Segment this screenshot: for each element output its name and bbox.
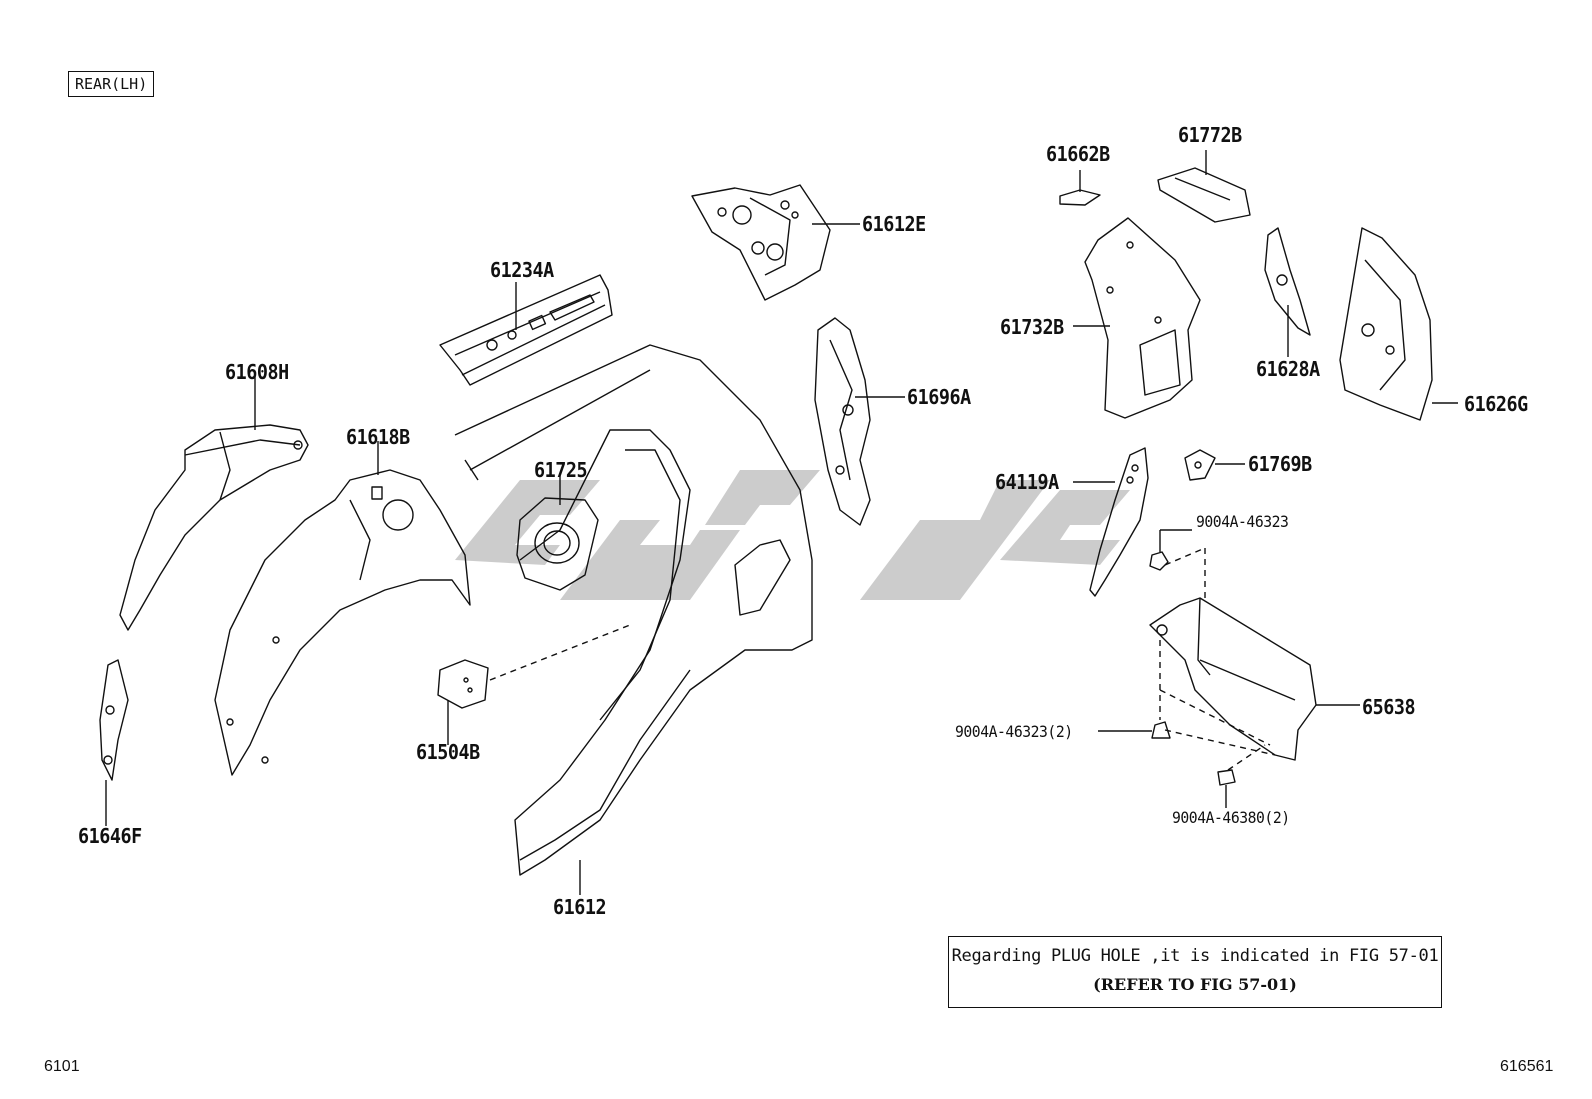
part-64119A[interactable] <box>1089 447 1149 597</box>
part-61626G[interactable] <box>1339 227 1433 421</box>
fastener-bolt-upper[interactable] <box>1149 530 1169 571</box>
part-61772B[interactable] <box>1157 167 1251 223</box>
part-61504B[interactable] <box>437 659 489 709</box>
part-61618B[interactable] <box>214 469 471 776</box>
part-label-61725[interactable]: 61725 <box>534 458 588 482</box>
part-label-64119A[interactable]: 64119A <box>995 470 1059 494</box>
dashed-box-diag1 <box>1159 689 1271 746</box>
part-61769B[interactable] <box>1184 449 1216 481</box>
dashed-61504B <box>489 624 631 681</box>
part-61612E[interactable] <box>691 184 831 301</box>
part-label-61618B[interactable]: 61618B <box>346 425 410 449</box>
watermark-logo <box>455 470 1130 600</box>
part-label-61662B[interactable]: 61662B <box>1046 142 1110 166</box>
fastener-clip-left[interactable] <box>1151 721 1171 739</box>
part-label-61504B[interactable]: 61504B <box>416 740 480 764</box>
part-label-61612E[interactable]: 61612E <box>862 212 926 236</box>
part-61696A[interactable] <box>814 317 871 526</box>
part-label-61769B[interactable]: 61769B <box>1248 452 1312 476</box>
footer-left-code: 6101 <box>44 1058 80 1075</box>
dashed-fastener-upper <box>1164 547 1206 566</box>
note-line-1: Regarding PLUG HOLE ,it is indicated in … <box>951 946 1439 966</box>
footer-right-code: 616561 <box>1500 1058 1554 1075</box>
part-61725[interactable] <box>516 497 599 591</box>
part-label-61234A[interactable]: 61234A <box>490 258 554 282</box>
plug-hole-note: Regarding PLUG HOLE ,it is indicated in … <box>948 936 1442 1008</box>
dashed-box-diag2 <box>1164 729 1276 756</box>
part-61234A-rail[interactable] <box>439 274 613 386</box>
part-label-61628A[interactable]: 61628A <box>1256 357 1320 381</box>
part-label-61626G[interactable]: 61626G <box>1464 392 1528 416</box>
view-tag: REAR(LH) <box>68 71 155 97</box>
fastener-screw-lower[interactable] <box>1217 769 1236 808</box>
part-65638[interactable] <box>1149 597 1317 761</box>
part-61612-quarter-panel[interactable] <box>454 344 813 876</box>
part-label-61772B[interactable]: 61772B <box>1178 123 1242 147</box>
fastener-label-left[interactable]: 9004A-46323(2) <box>955 722 1073 741</box>
part-61608H[interactable] <box>119 424 309 631</box>
part-label-61646F[interactable]: 61646F <box>78 824 142 848</box>
fastener-label-lower[interactable]: 9004A-46380(2) <box>1172 808 1290 827</box>
part-61732B[interactable] <box>1084 217 1201 419</box>
part-label-61696A[interactable]: 61696A <box>907 385 971 409</box>
part-label-61612[interactable]: 61612 <box>553 895 607 919</box>
note-line-2: (REFER TO FIG 57-01) <box>1093 975 1297 994</box>
part-61646F[interactable] <box>99 659 129 781</box>
fastener-label-upper[interactable]: 9004A-46323 <box>1196 512 1289 531</box>
dashed-screw-lower <box>1227 744 1266 771</box>
part-61628A[interactable] <box>1264 227 1311 336</box>
part-label-61608H[interactable]: 61608H <box>225 360 289 384</box>
part-label-61732B[interactable]: 61732B <box>1000 315 1064 339</box>
part-61662B[interactable] <box>1059 189 1101 206</box>
part-label-65638[interactable]: 65638 <box>1362 695 1416 719</box>
